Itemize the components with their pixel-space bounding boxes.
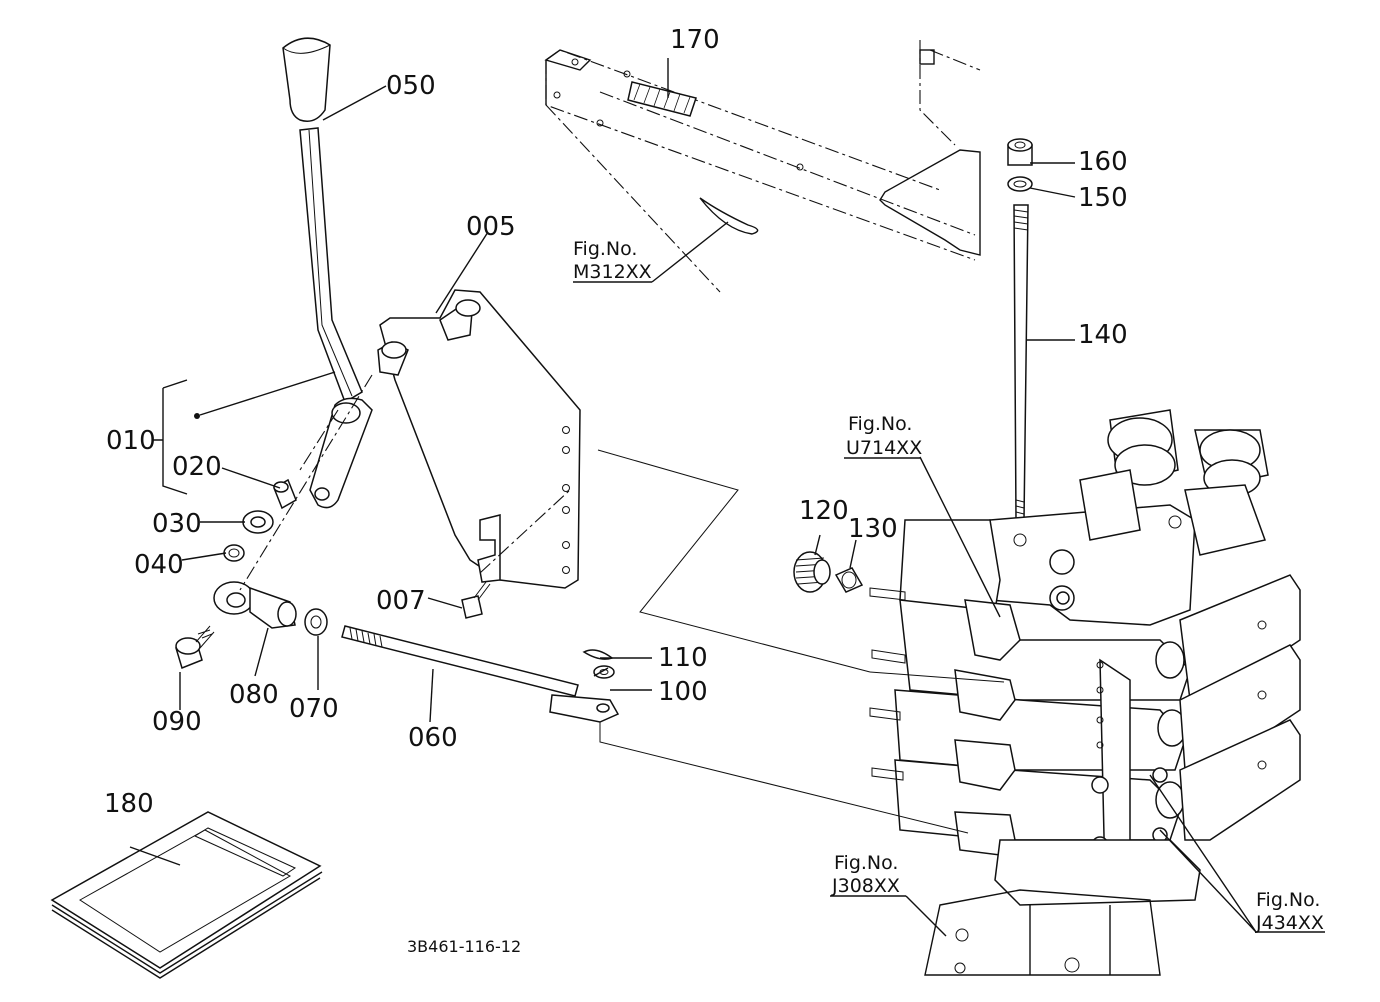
rod-end-080 (213, 581, 297, 629)
label-150: 150 (1078, 183, 1128, 213)
label-100: 100 (658, 677, 708, 707)
manual-180 (50, 811, 323, 979)
frame-rail (544, 40, 981, 293)
bolt-090 (175, 625, 215, 670)
nut-130 (834, 567, 864, 593)
label-005: 005 (466, 212, 516, 242)
fig-ref-j434-code: J434XX (1255, 912, 1324, 934)
lever-handle (299, 127, 363, 404)
label-180: 180 (104, 789, 154, 819)
lever-arm (309, 397, 373, 509)
label-160: 160 (1078, 147, 1128, 177)
label-130: 130 (848, 514, 898, 544)
collar-020 (273, 478, 297, 510)
fig-ref-j308-code: J308XX (831, 875, 900, 897)
drawing-code: 3B461-116-12 (407, 937, 521, 956)
fig-ref-j434-label: Fig.No. (1256, 889, 1320, 911)
label-040: 040 (134, 550, 184, 580)
label-020: 020 (172, 452, 222, 482)
label-060: 060 (408, 723, 458, 753)
label-140: 140 (1078, 320, 1128, 350)
label-090: 090 (152, 707, 202, 737)
stud-140 (1013, 204, 1029, 521)
label-170: 170 (670, 25, 720, 55)
fig-ref-m312-code: M312XX (573, 261, 652, 283)
bolt-007 (461, 581, 491, 619)
label-007: 007 (376, 586, 426, 616)
bracket-plate (377, 289, 581, 589)
label-080: 080 (229, 680, 279, 710)
lever-knob (282, 37, 331, 122)
washer-100 (593, 665, 615, 679)
fig-ref-m312-label: Fig.No. (573, 238, 637, 260)
nut-070 (304, 608, 328, 636)
label-070: 070 (289, 694, 339, 724)
label-030: 030 (152, 509, 202, 539)
washer-150 (1007, 176, 1033, 192)
fig-ref-u714-code: U714XX (846, 437, 922, 459)
rod-060 (341, 625, 620, 723)
label-120: 120 (799, 496, 849, 526)
label-010: 010 (106, 426, 156, 456)
nut-040 (223, 544, 245, 562)
washer-030 (242, 510, 274, 534)
valve-block (869, 409, 1301, 976)
fig-ref-j308-label: Fig.No. (834, 852, 898, 874)
label-050: 050 (386, 71, 436, 101)
knob-120 (793, 551, 831, 593)
nut-160 (1007, 138, 1033, 166)
leader-lines (129, 58, 1325, 937)
label-110: 110 (658, 643, 708, 673)
fig-ref-u714-label: Fig.No. (848, 413, 912, 435)
label-plate-170 (627, 81, 697, 117)
